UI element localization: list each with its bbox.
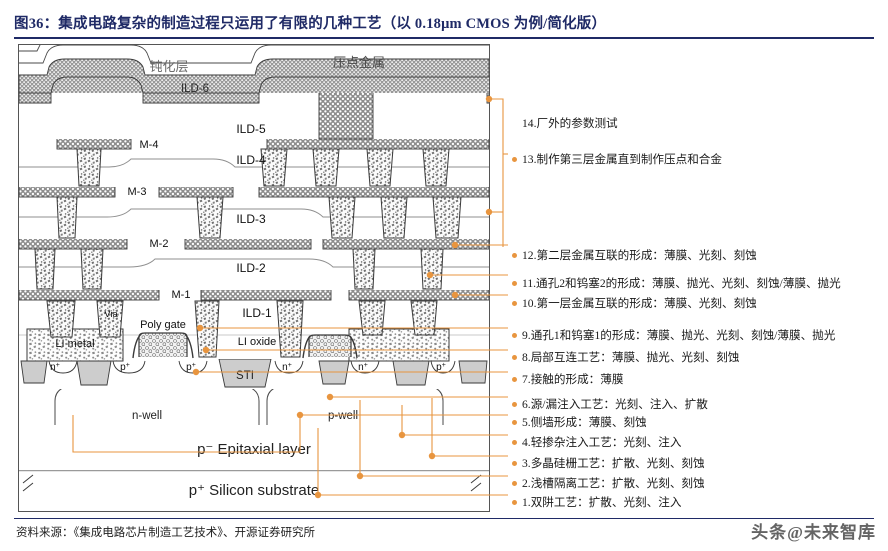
process-step-label: 8.局部互连工艺：薄膜、抛光、光刻、刻蚀: [522, 351, 740, 365]
process-step-13: 13.制作第三层金属直到制作压点和合金: [512, 153, 722, 167]
title-divider: [14, 37, 874, 39]
step-bullet-dot-icon: [512, 333, 517, 338]
process-step-7: 7.接触的形成：薄膜: [512, 373, 624, 387]
process-step-label: 10.第一层金属互联的形成：薄膜、光刻、刻蚀: [522, 297, 757, 311]
process-step-5: 5.侧墙形成：薄膜、刻蚀: [512, 416, 647, 430]
process-step-3: 3.多晶硅栅工艺：扩散、光刻、刻蚀: [512, 457, 705, 471]
process-step-14: 14.厂外的参数测试: [522, 118, 618, 130]
process-step-label: 6.源/漏注入工艺：光刻、注入、扩散: [522, 398, 708, 412]
label-epitaxial-layer: p⁻ Epitaxial layer: [197, 441, 311, 458]
label-p-well: p-well: [328, 410, 358, 422]
label-n-plus-2: n+: [282, 362, 292, 374]
step-bullet-dot-icon: [512, 402, 517, 407]
label-ild6: ILD-6: [181, 83, 209, 95]
label-n-plus-3: n+: [358, 362, 368, 374]
step-bullet-dot-icon: [512, 440, 517, 445]
label-n-well: n-well: [132, 410, 162, 422]
process-step-6: 6.源/漏注入工艺：光刻、注入、扩散: [512, 398, 708, 412]
label-passivation: 钝化层: [149, 59, 188, 74]
step-bullet-dot-icon: [512, 281, 517, 286]
label-silicon-substrate: p⁺ Silicon substrate: [189, 482, 319, 499]
label-ild5: ILD-5: [236, 122, 266, 136]
label-ild4: ILD-4: [236, 153, 266, 167]
process-step-12: 12.第二层金属互联的形成：薄膜、光刻、刻蚀: [512, 249, 757, 263]
step-bullet-dot-icon: [512, 481, 517, 486]
process-step-label: 9.通孔1和钨塞1的形成：薄膜、抛光、光刻、刻蚀/薄膜、抛光: [522, 329, 836, 343]
step-bullet-dot-icon: [512, 500, 517, 505]
footer-divider: [14, 518, 874, 520]
label-p-plus-1: p+: [120, 362, 130, 374]
step-bullet-dot-icon: [512, 157, 517, 162]
process-step-label: 7.接触的形成：薄膜: [522, 373, 624, 387]
process-step-list: 14.厂外的参数测试 13.制作第三层金属直到制作压点和合金 12.第二层金属互联的…: [508, 44, 886, 514]
process-step-11: 11.通孔2和钨塞2的形成：薄膜、抛光、光刻、刻蚀/薄膜、抛光: [512, 277, 841, 291]
cross-section-svg: p⁺ Silicon substrate p⁻ Epitaxial layer …: [19, 45, 489, 508]
label-p-plus-2: p+: [186, 362, 196, 374]
process-step-label: 1.双阱工艺：扩散、光刻、注入: [522, 496, 682, 510]
process-step-label: 12.第二层金属互联的形成：薄膜、光刻、刻蚀: [522, 249, 757, 263]
label-p-plus-3: p+: [436, 362, 446, 374]
process-step-label: 5.侧墙形成：薄膜、刻蚀: [522, 416, 647, 430]
figure-title: 图36：集成电路复杂的制造过程只运用了有限的几种工艺（以 0.18μm CMOS…: [14, 16, 607, 32]
label-ild1: ILD-1: [242, 306, 272, 320]
process-step-4: 4.轻掺杂注入工艺：光刻、注入: [512, 436, 682, 450]
label-ild3: ILD-3: [236, 212, 266, 226]
process-step-1: 1.双阱工艺：扩散、光刻、注入: [512, 496, 682, 510]
step-bullet-dot-icon: [512, 301, 517, 306]
step-bullet-dot-icon: [512, 377, 517, 382]
label-n-plus-1: n+: [50, 362, 60, 374]
label-m4: M-4: [140, 139, 159, 151]
process-step-label: 4.轻掺杂注入工艺：光刻、注入: [522, 436, 682, 450]
ic-cross-section-diagram: p⁺ Silicon substrate p⁻ Epitaxial layer …: [18, 44, 490, 512]
process-step-10: 10.第一层金属互联的形成：薄膜、光刻、刻蚀: [512, 297, 757, 311]
label-li-oxide: LI oxide: [238, 336, 277, 348]
process-step-label: 3.多晶硅栅工艺：扩散、光刻、刻蚀: [522, 457, 705, 471]
step-bullet-dot-icon: [512, 461, 517, 466]
label-m2: M-2: [150, 238, 169, 250]
source-note: 资料来源：《集成电路芯片制造工艺技术》、开源证券研究所: [16, 527, 315, 539]
watermark: 头条@未来智库: [751, 523, 876, 542]
label-m3: M-3: [128, 186, 147, 198]
process-step-label: 14.厂外的参数测试: [522, 117, 618, 131]
process-step-2: 2.浅槽隔离工艺：扩散、光刻、刻蚀: [512, 477, 705, 491]
label-bond-pad-metal: 压点金属: [333, 55, 385, 70]
step-bullet-dot-icon: [512, 420, 517, 425]
label-sti: STI: [236, 370, 254, 382]
label-m1: M-1: [172, 289, 191, 301]
process-step-label: 13.制作第三层金属直到制作压点和合金: [522, 153, 722, 167]
label-li-metal: LI metal: [55, 338, 94, 350]
process-step-label: 2.浅槽隔离工艺：扩散、光刻、刻蚀: [522, 477, 705, 491]
process-step-9: 9.通孔1和钨塞1的形成：薄膜、抛光、光刻、刻蚀/薄膜、抛光: [512, 329, 836, 343]
label-via: Via: [104, 309, 118, 320]
process-step-8: 8.局部互连工艺：薄膜、抛光、光刻、刻蚀: [512, 351, 740, 365]
step-bullet-dot-icon: [512, 253, 517, 258]
label-poly-gate: Poly gate: [140, 319, 186, 331]
label-ild2: ILD-2: [236, 261, 266, 275]
step-bullet-dot-icon: [512, 355, 517, 360]
process-step-label: 11.通孔2和钨塞2的形成：薄膜、抛光、光刻、刻蚀/薄膜、抛光: [522, 277, 841, 291]
